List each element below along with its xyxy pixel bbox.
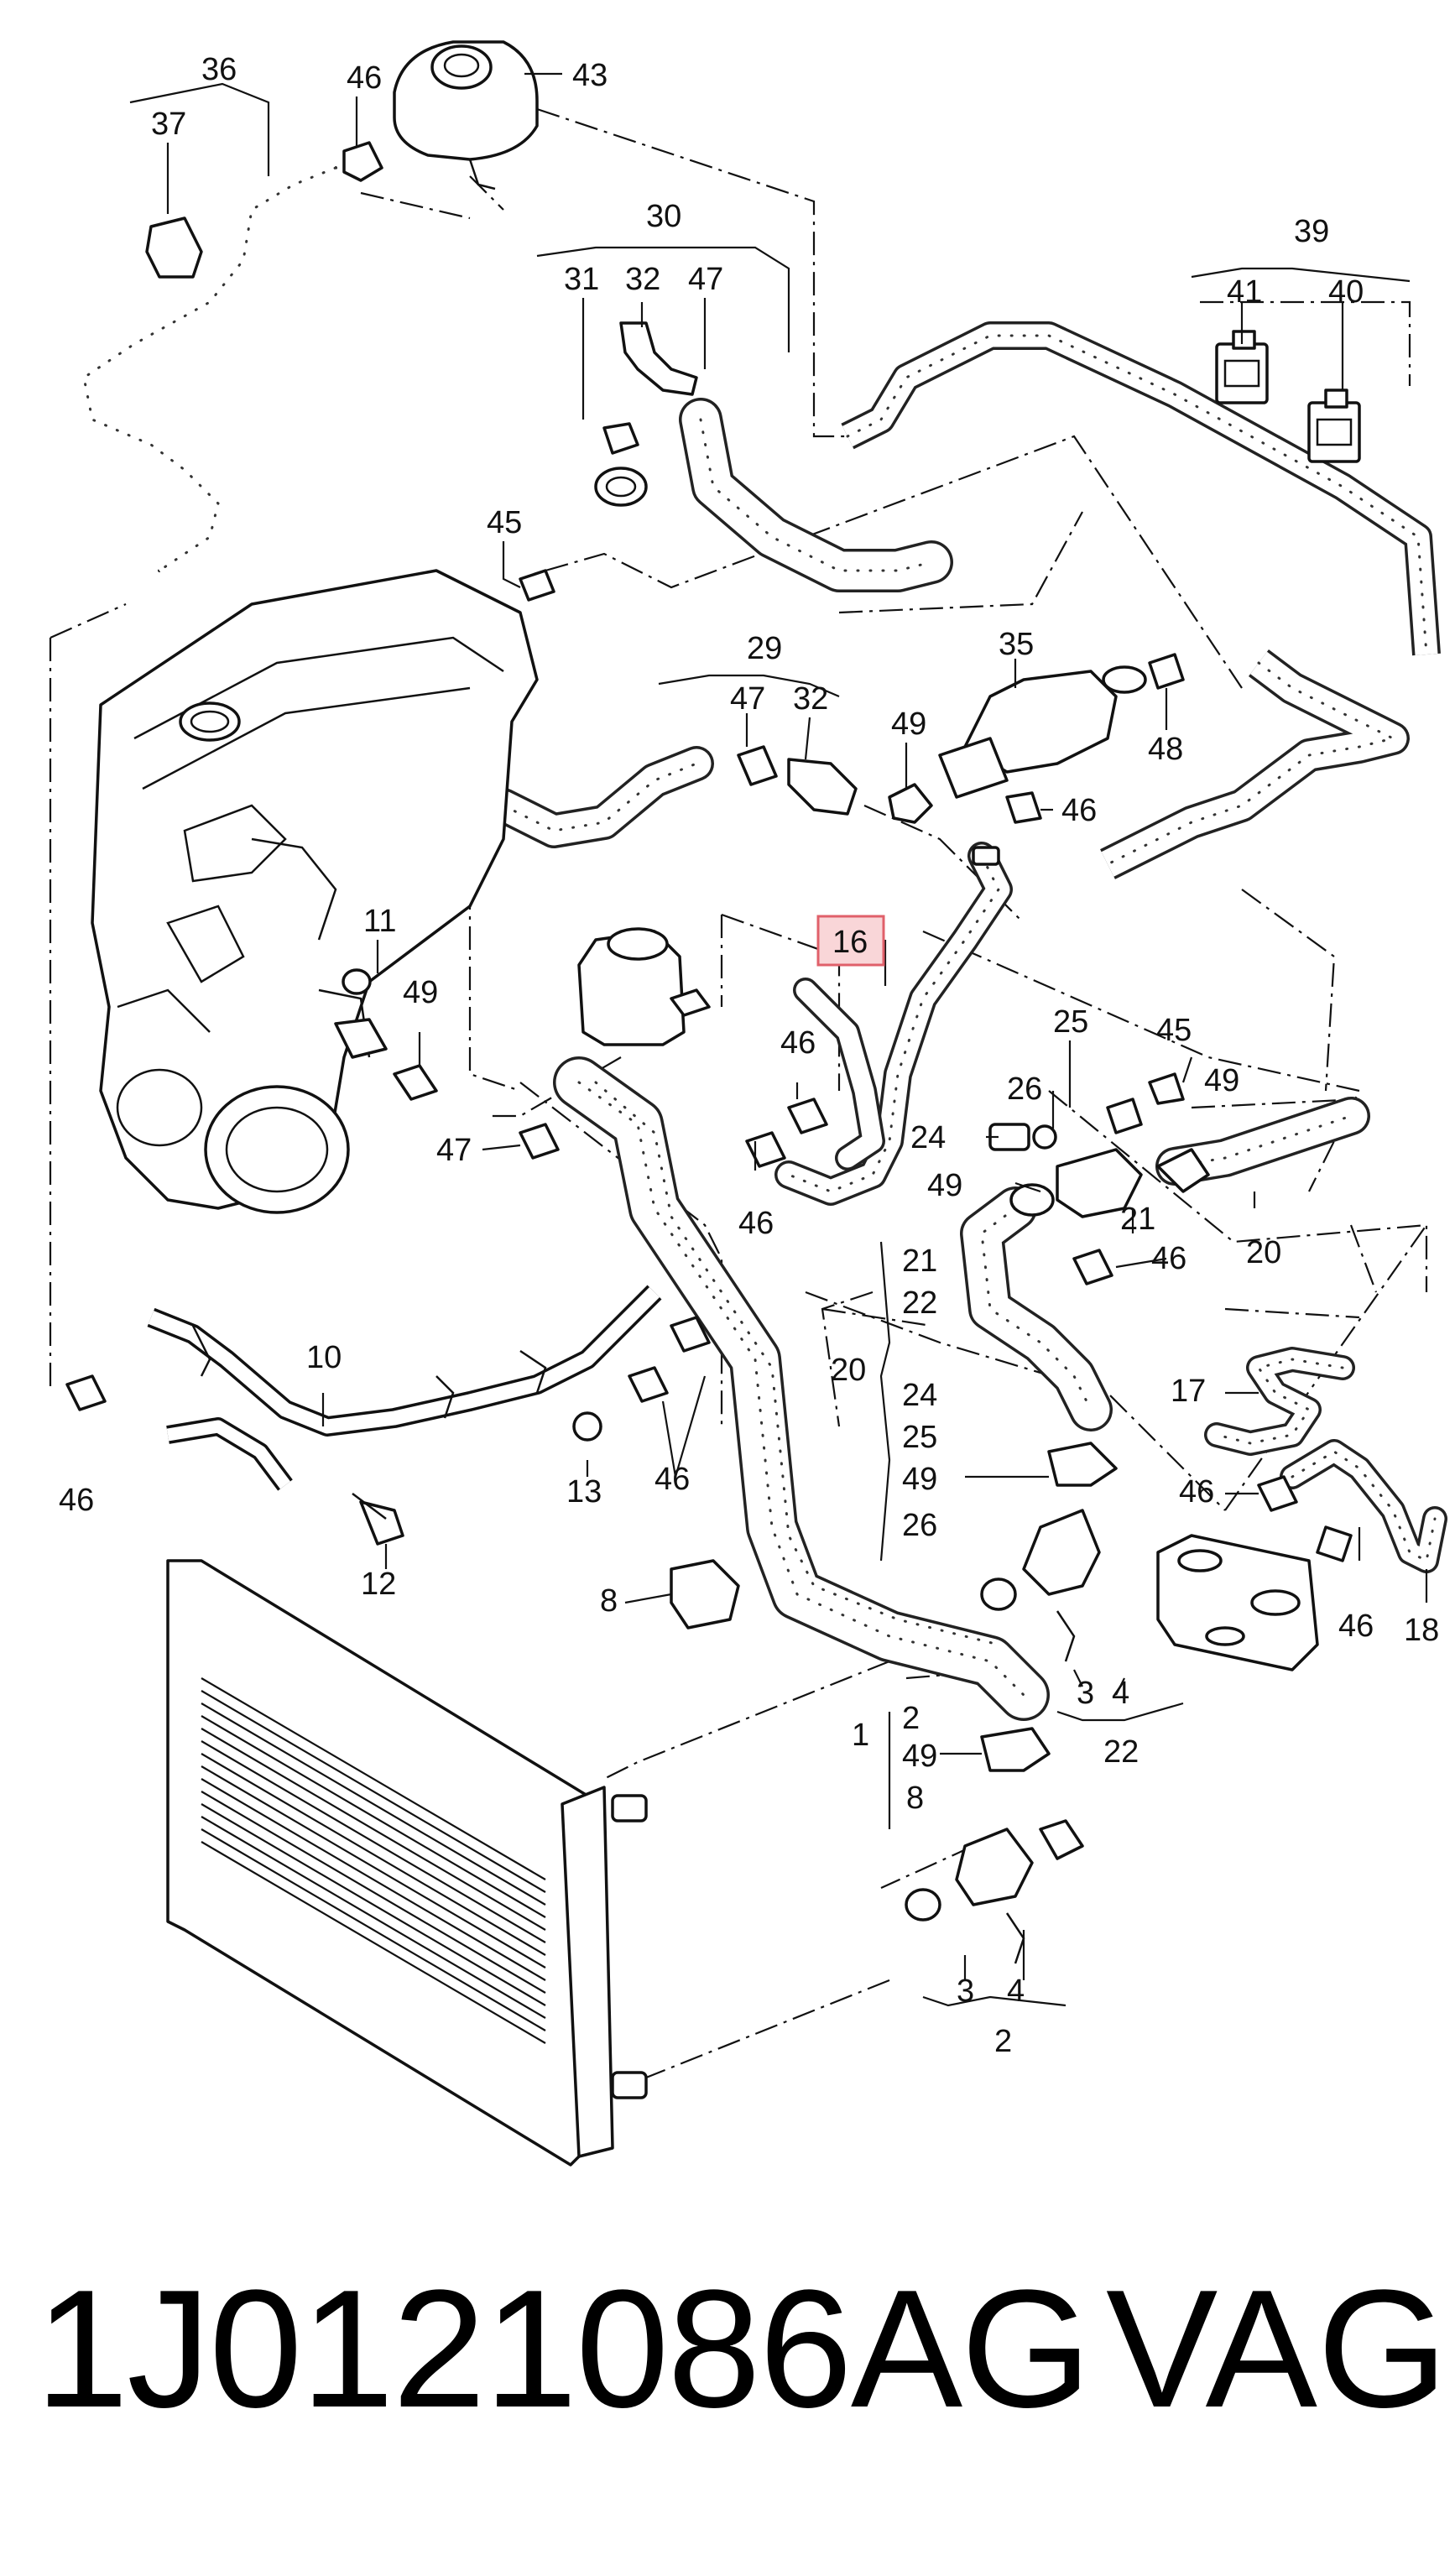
label-49: 49 (403, 975, 438, 1010)
label-4: 4 (1007, 1974, 1025, 2009)
label-20: 20 (1246, 1235, 1281, 1270)
label-47: 47 (730, 681, 765, 717)
label-46: 46 (654, 1462, 690, 1497)
label-49: 49 (902, 1462, 937, 1497)
label-2: 2 (902, 1701, 920, 1736)
label-3: 3 (1077, 1676, 1094, 1711)
label-46: 46 (1151, 1241, 1186, 1276)
label-25: 25 (1053, 1004, 1088, 1040)
hoses (71, 156, 1447, 1721)
engine-block (91, 569, 539, 1214)
coolant-flange (938, 665, 1147, 799)
label-47: 47 (688, 262, 723, 297)
radiator-fins (201, 1677, 546, 2044)
label-24: 24 (902, 1378, 937, 1413)
label-41: 41 (1227, 274, 1262, 310)
label-46: 46 (738, 1206, 774, 1241)
label-22: 22 (902, 1285, 937, 1321)
label-45: 45 (1156, 1013, 1192, 1048)
label-18: 18 (1404, 1613, 1439, 1648)
label-35: 35 (999, 627, 1034, 662)
label-37: 37 (151, 107, 186, 142)
label-10: 10 (306, 1340, 342, 1375)
label-25: 25 (902, 1420, 937, 1455)
label-46: 46 (780, 1025, 816, 1061)
label-8: 8 (600, 1583, 618, 1619)
assembly-lines (49, 107, 1428, 2083)
label-16: 16 (832, 925, 868, 960)
label-31: 31 (564, 262, 599, 297)
label-43: 43 (572, 58, 608, 93)
part-number: 1J0121086AG (35, 2255, 1092, 2443)
label-20: 20 (831, 1353, 866, 1388)
label-26: 26 (1007, 1072, 1042, 1107)
label-46: 46 (1179, 1474, 1214, 1510)
highlight-box (816, 915, 885, 967)
label-46: 46 (59, 1483, 94, 1518)
label-4: 4 (1112, 1676, 1129, 1711)
label-21: 21 (1120, 1202, 1155, 1237)
label-17: 17 (1171, 1374, 1206, 1409)
label-49: 49 (1204, 1063, 1239, 1098)
coolant-pipe (147, 1285, 662, 1491)
label-49: 49 (902, 1739, 937, 1774)
label-30: 30 (646, 199, 681, 234)
label-46: 46 (347, 60, 382, 96)
label-49: 49 (927, 1168, 962, 1203)
label-11: 11 (363, 904, 396, 939)
label-45: 45 (487, 505, 522, 540)
leader-lines (129, 72, 1428, 2007)
brand-name: VAG (1106, 2255, 1448, 2443)
callout-labels: 36 46 43 37 30 31 32 47 39 41 40 45 29 4… (59, 52, 1439, 2059)
label-1: 1 (852, 1718, 869, 1753)
label-36: 36 (201, 52, 237, 87)
label-22: 22 (1103, 1734, 1139, 1770)
label-40: 40 (1328, 274, 1364, 310)
label-46: 46 (1338, 1609, 1374, 1644)
oil-cooler (1156, 1534, 1319, 1671)
label-8: 8 (906, 1781, 924, 1816)
label-26: 26 (902, 1508, 937, 1543)
label-49: 49 (891, 707, 926, 742)
label-2: 2 (994, 2024, 1012, 2059)
label-3: 3 (957, 1974, 974, 2009)
label-48: 48 (1148, 732, 1183, 767)
label-46: 46 (1061, 793, 1097, 828)
label-24: 24 (910, 1120, 946, 1155)
label-39: 39 (1294, 214, 1329, 249)
small-parts (65, 141, 1353, 1964)
label-13: 13 (566, 1474, 602, 1510)
label-32: 32 (625, 262, 660, 297)
label-47: 47 (436, 1133, 472, 1168)
heater-valves (1215, 330, 1361, 463)
label-12: 12 (361, 1567, 396, 1602)
radiator (166, 1559, 648, 2167)
parts-diagram: 36 46 43 37 30 31 32 47 39 41 40 45 29 4… (49, 40, 1447, 2167)
label-32: 32 (793, 681, 828, 717)
expansion-tank (393, 40, 539, 190)
label-21: 21 (902, 1244, 937, 1279)
label-29: 29 (747, 631, 782, 666)
coolant-reservoir (577, 927, 711, 1046)
